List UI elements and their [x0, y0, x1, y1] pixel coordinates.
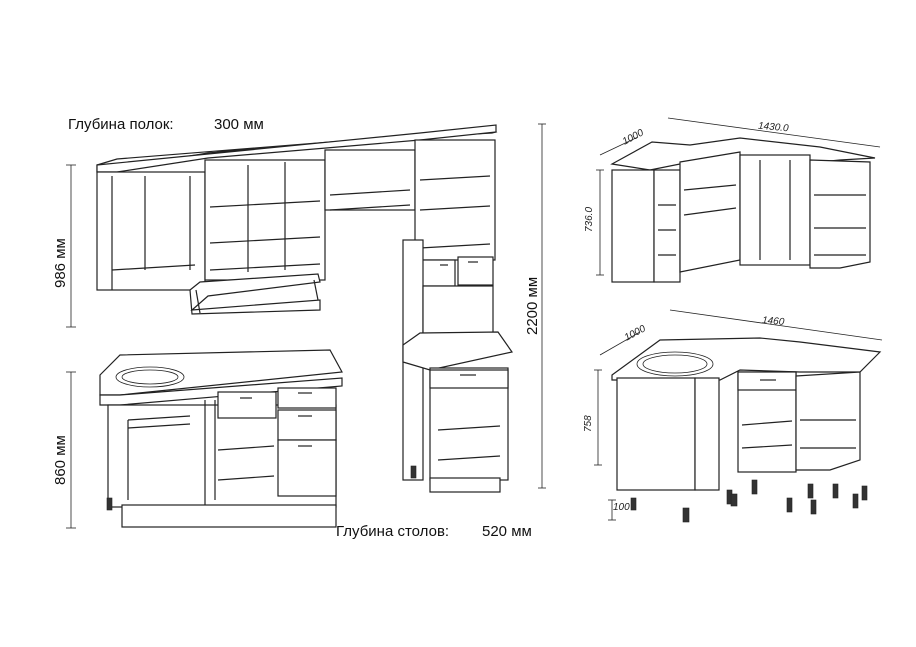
total-height-label: 2200 мм: [524, 276, 541, 335]
lower-height-label: 860 мм: [52, 435, 69, 485]
shelf-depth-label: Глубина полок:: [68, 116, 174, 133]
corner-lower-cabinet: [594, 309, 883, 521]
lower-height-dimension: [66, 371, 76, 529]
leg-height: 100: [613, 502, 630, 513]
upper-height-dimension: [66, 164, 76, 328]
corner-lower-width: 1460: [761, 315, 785, 328]
table-depth-label: Глубина столов:: [336, 523, 450, 540]
cabinet-legs: [106, 465, 868, 523]
shelf-depth-value: 300 мм: [214, 116, 264, 133]
corner-lower-height: 758: [583, 415, 594, 432]
table-depth-value: 520 мм: [482, 523, 532, 540]
lower-cabinets: [99, 331, 514, 528]
upper-cabinets: [96, 124, 498, 481]
corner-upper-height: 736.0: [584, 206, 595, 232]
corner-upper-cabinet: [596, 117, 881, 283]
upper-height-label: 986 мм: [52, 238, 69, 288]
total-height-dimension: [538, 123, 546, 489]
